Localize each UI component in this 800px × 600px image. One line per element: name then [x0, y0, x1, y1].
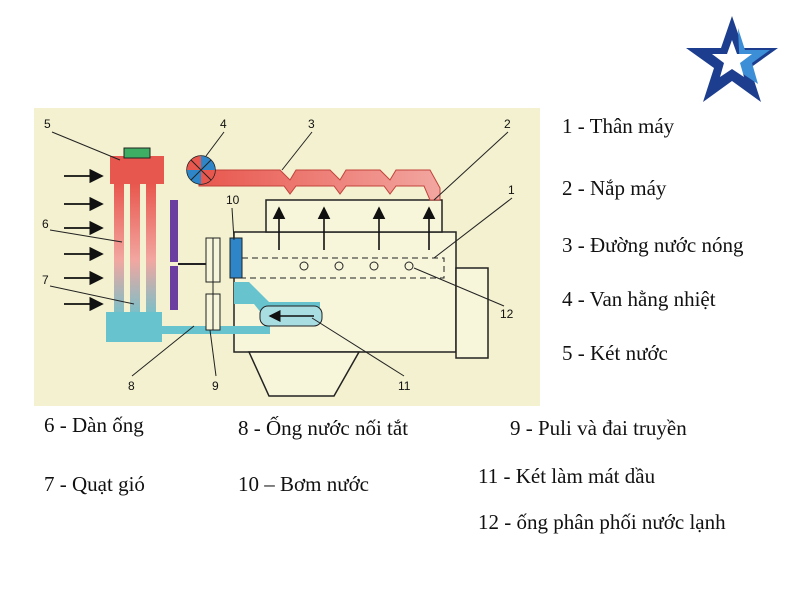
legend-item-9: 9 - Puli và đai truyền [510, 416, 687, 440]
callout-3: 3 [308, 117, 315, 131]
callout-4: 4 [220, 117, 227, 131]
radiator [106, 147, 164, 342]
callout-11: 11 [398, 379, 411, 393]
legend-item-12: 12 - ống phân phối nước lạnh [478, 510, 726, 534]
oil-cooler [234, 282, 323, 327]
callout-1: 1 [508, 183, 515, 197]
legend-item-10: 10 – Bơm nước [238, 472, 370, 496]
legend-item-1: 1 - Thân máy [562, 114, 675, 138]
engine-block [233, 231, 489, 397]
air-flow-arrows [64, 168, 104, 312]
legend-item-11: 11 - Két làm mát dầu [478, 464, 656, 488]
hot-water-pipe [198, 169, 441, 201]
callout-8: 8 [128, 379, 135, 393]
fan [170, 200, 209, 310]
callout-12: 12 [500, 307, 514, 321]
callout-2: 2 [504, 117, 511, 131]
logo-star-white [712, 40, 752, 77]
engine-cooling-diagram: 5 4 3 2 1 6 7 8 9 10 11 12 [34, 108, 540, 406]
water-pump [229, 237, 243, 279]
callout-6: 6 [42, 217, 49, 231]
cylinder-head [265, 199, 443, 233]
pulley-belt [205, 237, 221, 331]
cold-water-pipe [162, 308, 270, 334]
callout-7: 7 [42, 273, 49, 287]
legend-item-5: 5 - Két nước [562, 341, 668, 365]
legend-item-2: 2 - Nắp máy [562, 176, 667, 200]
thermostat-valve [186, 155, 216, 185]
legend-item-3: 3 - Đường nước nóng [562, 233, 744, 257]
callout-10: 10 [226, 193, 240, 207]
legend-item-8: 8 - Ống nước nối tắt [238, 416, 409, 440]
legend-item-6: 6 - Dàn ống [44, 413, 144, 437]
star-logo [686, 16, 778, 102]
callout-9: 9 [212, 379, 219, 393]
legend-item-7: 7 - Quạt gió [44, 472, 145, 496]
callout-5: 5 [44, 117, 51, 131]
flow-arrows-engine [272, 206, 436, 250]
logo-star-light [738, 28, 770, 84]
leader-lines [49, 131, 513, 377]
legend-item-4: 4 - Van hằng nhiệt [562, 287, 716, 311]
